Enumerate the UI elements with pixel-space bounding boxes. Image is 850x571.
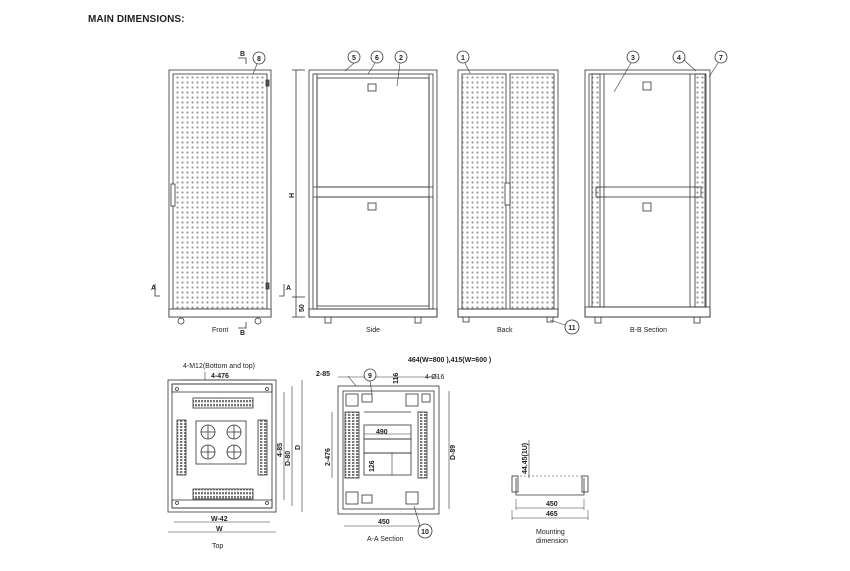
- page-title: MAIN DIMENSIONS:: [88, 14, 185, 25]
- top-vent-upper: [192, 397, 254, 409]
- dim-top-4-476: 4-476: [211, 373, 229, 380]
- top-view: [167, 372, 303, 533]
- callout-8: 8: [252, 51, 266, 75]
- svg-text:11: 11: [568, 325, 576, 332]
- back-view: [457, 69, 559, 323]
- aa-cable-manager: [344, 411, 360, 479]
- top-vent-left: [176, 419, 187, 476]
- svg-text:5: 5: [352, 55, 356, 62]
- dim-top-d80: D-80: [285, 451, 292, 466]
- svg-text:8: 8: [257, 56, 261, 63]
- dim-aa-2-476: 2-476: [325, 448, 332, 466]
- front-door-handle: [170, 183, 176, 207]
- dim-aa-126: 126: [369, 460, 376, 472]
- svg-text:1: 1: [461, 55, 465, 62]
- caption-top: Top: [212, 543, 223, 550]
- caption-section-aa: A-A Section: [367, 536, 404, 543]
- callout-10: 10: [413, 505, 433, 539]
- mount-profile: [515, 478, 585, 496]
- callout-6: 6: [367, 50, 384, 75]
- svg-text:9: 9: [368, 373, 372, 380]
- dim-aa-116: 116: [393, 373, 400, 384]
- dim-aa-d89: D-89: [450, 445, 457, 460]
- caption-front: Front: [212, 327, 228, 334]
- dim-top-w42: W-42: [211, 516, 228, 523]
- dim-aa-2-85: 2-85: [316, 371, 330, 378]
- bb-section-view: [584, 69, 711, 324]
- dim-aa-phi16: 4-Ø16: [425, 374, 445, 381]
- mount-rail-left: [511, 475, 519, 493]
- callout-2: 2: [394, 50, 408, 87]
- dim-height: H: [289, 193, 296, 198]
- bb-right-rail: [694, 73, 706, 308]
- aa-shelf-3: [363, 452, 412, 476]
- dim-top-d: D: [295, 445, 302, 450]
- caption-side: Side: [366, 327, 380, 334]
- side-cabinet: [308, 69, 438, 318]
- mount-rail-right: [581, 475, 589, 493]
- front-perforated-door: [172, 73, 268, 310]
- dim-top-w: W: [216, 526, 223, 533]
- side-lock-lower: [367, 202, 377, 211]
- dim-aa-top-note: 464(W=800 ),415(W=600 ): [408, 357, 491, 364]
- dim-mount-450: 450: [546, 501, 558, 508]
- svg-text:7: 7: [719, 55, 723, 62]
- dim-top-4-85: 4-85: [277, 443, 284, 457]
- callout-7: 7: [708, 50, 728, 78]
- aa-side-vent: [417, 411, 428, 479]
- top-fan-tray: [195, 420, 247, 465]
- dim-m12-note: 4-M12(Bottom and top): [183, 363, 255, 370]
- dim-aa-450: 450: [378, 519, 390, 526]
- side-lock-upper: [367, 83, 377, 92]
- mounting-view: [511, 440, 589, 520]
- dim-mount-1u: 44.45(1U): [522, 443, 529, 474]
- marker-b-top: B: [240, 51, 245, 58]
- marker-a-right: A: [286, 285, 291, 292]
- back-door-handle: [504, 182, 511, 206]
- callout-4: 4: [672, 50, 697, 72]
- svg-text:2: 2: [399, 55, 403, 62]
- bb-crossbar: [595, 186, 702, 198]
- caption-section-bb: B-B Section: [630, 327, 667, 334]
- front-caster-left: [177, 317, 185, 325]
- callout-5: 5: [344, 50, 361, 72]
- callout-1: 1: [456, 50, 471, 74]
- callout-11: 11: [549, 319, 580, 335]
- marker-a-left: A: [151, 285, 156, 292]
- dim-mount-465: 465: [546, 511, 558, 518]
- svg-text:6: 6: [375, 55, 379, 62]
- caption-mounting-2: dimension: [536, 538, 568, 545]
- dim-plinth: 50: [299, 304, 306, 312]
- marker-b-bottom: B: [240, 330, 245, 337]
- svg-text:4: 4: [677, 55, 681, 62]
- svg-text:10: 10: [421, 529, 429, 536]
- front-view: [154, 57, 285, 329]
- caption-mounting-1: Mounting: [536, 529, 565, 536]
- back-door-left: [461, 73, 507, 310]
- callout-9: 9: [363, 368, 377, 395]
- top-vent-lower: [192, 488, 254, 500]
- back-door-right: [509, 73, 555, 310]
- front-caster-right: [254, 317, 262, 325]
- svg-text:3: 3: [631, 55, 635, 62]
- top-vent-right: [257, 419, 268, 476]
- caption-back: Back: [497, 327, 513, 334]
- bb-frame: [584, 69, 711, 318]
- callout-3: 3: [613, 50, 640, 93]
- side-view: [292, 69, 438, 324]
- dim-aa-490: 490: [376, 429, 388, 436]
- aa-section-view: [331, 375, 450, 527]
